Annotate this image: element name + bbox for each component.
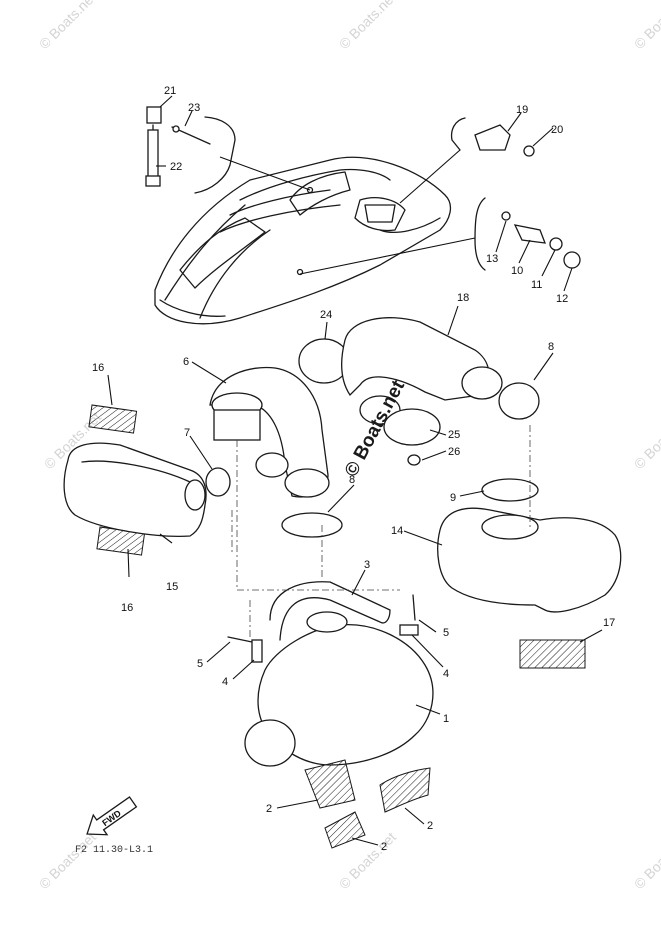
part-7 xyxy=(205,467,231,497)
watermark: © Boats.net xyxy=(36,829,99,892)
callout-label: 17 xyxy=(603,617,615,629)
callout-label: 15 xyxy=(166,581,178,593)
assembly-line-left xyxy=(236,440,322,591)
inset-fasteners-lower-right xyxy=(299,197,581,275)
callout-label: 16 xyxy=(92,362,104,374)
callout-label: 23 xyxy=(188,102,200,114)
pad-2-c xyxy=(324,811,366,849)
part-14 xyxy=(437,507,622,613)
inset-fasteners-left xyxy=(145,106,311,194)
callout-label: 24 xyxy=(320,309,332,321)
callout-label: 6 xyxy=(183,356,189,368)
callout-label: 11 xyxy=(531,279,542,291)
callout-label: 26 xyxy=(448,446,460,458)
callout-label: 20 xyxy=(551,124,563,136)
callout-label: 12 xyxy=(556,293,568,305)
part-25 xyxy=(383,408,441,446)
part-15 xyxy=(63,442,207,537)
part-1 xyxy=(244,611,434,767)
part-4-left xyxy=(251,639,263,663)
part-18 xyxy=(341,317,503,425)
callout-label: 1 xyxy=(443,713,449,725)
watermark: © Boats.net xyxy=(631,829,661,892)
watermark: © Boats.net xyxy=(631,409,661,472)
callout-label: 13 xyxy=(486,253,498,265)
callout-label: 19 xyxy=(516,104,528,116)
figure-code: F2 11.30-L3.1 xyxy=(75,845,153,856)
part-4-right xyxy=(399,624,419,636)
callout-label: 14 xyxy=(391,525,403,537)
callout-label: 8 xyxy=(548,341,554,353)
part-5-left xyxy=(227,636,253,643)
part-26 xyxy=(407,454,421,466)
callout-label: 16 xyxy=(121,602,133,614)
fwd-arrow-icon xyxy=(86,796,138,836)
pad-2-a xyxy=(304,759,356,809)
part-5-right xyxy=(412,594,416,621)
callout-label: 5 xyxy=(197,658,203,670)
watermark: © Boats.net xyxy=(36,0,99,52)
part-8-right xyxy=(498,382,540,420)
callout-label: 25 xyxy=(448,429,460,441)
callout-label: 2 xyxy=(266,803,272,815)
callout-label: 21 xyxy=(164,85,176,97)
callout-label: 10 xyxy=(511,265,523,277)
callout-label: 4 xyxy=(222,676,228,688)
pad-2-b xyxy=(379,767,431,813)
part-9 xyxy=(481,478,539,502)
callout-label: 18 xyxy=(457,292,469,304)
callout-label: 4 xyxy=(443,668,449,680)
leader-lines xyxy=(107,95,603,846)
watercraft-overview xyxy=(154,156,452,325)
callout-label: 2 xyxy=(427,820,433,832)
inset-fasteners-right xyxy=(399,117,535,204)
part-6 xyxy=(209,366,330,498)
watermark: © Boats.net xyxy=(336,0,399,52)
callout-label: 5 xyxy=(443,627,449,639)
pad-16-upper xyxy=(88,404,138,434)
callout-label: 2 xyxy=(381,841,387,853)
watermark: © Boats.net xyxy=(631,0,661,52)
callout-label: 9 xyxy=(450,492,456,504)
callout-label: 7 xyxy=(184,427,190,439)
pad-17 xyxy=(519,639,586,669)
callout-label: 3 xyxy=(364,559,370,571)
part-8-left xyxy=(281,512,343,538)
callout-label: 22 xyxy=(170,161,182,173)
callout-label: 8 xyxy=(349,474,355,486)
part-3 xyxy=(269,581,391,641)
callout-labels: 1 2 2 2 3 4 4 5 5 6 7 8 8 9 10 11 12 13 … xyxy=(92,85,615,853)
